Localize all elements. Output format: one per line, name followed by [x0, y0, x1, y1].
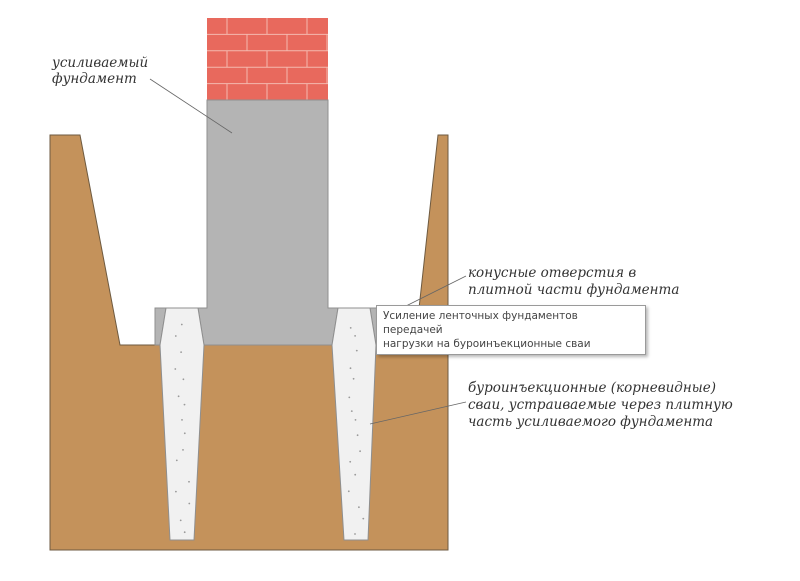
aggregate-dot [352, 377, 355, 380]
brick-mortar-lines [207, 18, 328, 100]
aggregate-dot [183, 403, 186, 406]
aggregate-dot [182, 378, 185, 381]
label-foundation-line2: фундамент [52, 71, 137, 87]
aggregate-dot [355, 349, 358, 352]
label-foundation-line1: усиливаемый [51, 55, 148, 71]
aggregate-dot [349, 460, 352, 463]
aggregate-dot [183, 432, 186, 435]
aggregate-dot [354, 533, 356, 535]
aggregate-dot [180, 351, 183, 353]
aggregate-dot [182, 449, 184, 451]
label-piles-line3: часть усиливаемого фундамента [468, 414, 713, 430]
label-piles-line1: буроинъекционные (корневидные) [468, 380, 716, 396]
leader-line-piles [369, 401, 467, 425]
aggregate-dot [174, 368, 177, 370]
aggregate-dot [181, 419, 183, 421]
aggregate-dot [354, 419, 357, 421]
aggregate-dot [188, 502, 191, 505]
aggregate-dot [175, 459, 178, 462]
aggregate-dot [362, 517, 365, 520]
label-cone-line1: конусные отверстия в [468, 265, 636, 281]
aggregate-dot [183, 531, 186, 534]
aggregate-dot [175, 490, 177, 493]
aggregate-dot [349, 327, 352, 329]
tooltip: Усиление ленточных фундаментов передачей… [376, 305, 646, 355]
aggregate-dot [188, 480, 190, 483]
aggregate-dot [349, 367, 352, 370]
aggregate-dot [177, 395, 180, 398]
aggregate-dot [179, 519, 182, 522]
pile-right [331, 307, 377, 541]
aggregate-dot [354, 335, 356, 337]
aggregate-dot [347, 490, 350, 493]
aggregate-dot [350, 410, 353, 412]
aggregate-dot [358, 506, 360, 509]
aggregate-dot [174, 335, 177, 337]
label-cone-line2: плитной части фундамента [468, 282, 679, 298]
aggregate-dot [348, 396, 351, 399]
tooltip-line1: Усиление ленточных фундаментов передачей [383, 310, 578, 336]
tooltip-line2: нагрузки на буроинъекционные сваи [383, 338, 591, 350]
aggregate-dot [354, 473, 357, 476]
leader-line-foundation [149, 78, 233, 134]
pile-aggregate-dots [174, 323, 365, 535]
aggregate-dot [356, 434, 359, 437]
aggregate-dot [359, 450, 361, 453]
label-piles-line2: сваи, устраиваемые через плитную [468, 397, 733, 413]
pile-left [159, 307, 205, 541]
aggregate-dot [180, 323, 183, 326]
